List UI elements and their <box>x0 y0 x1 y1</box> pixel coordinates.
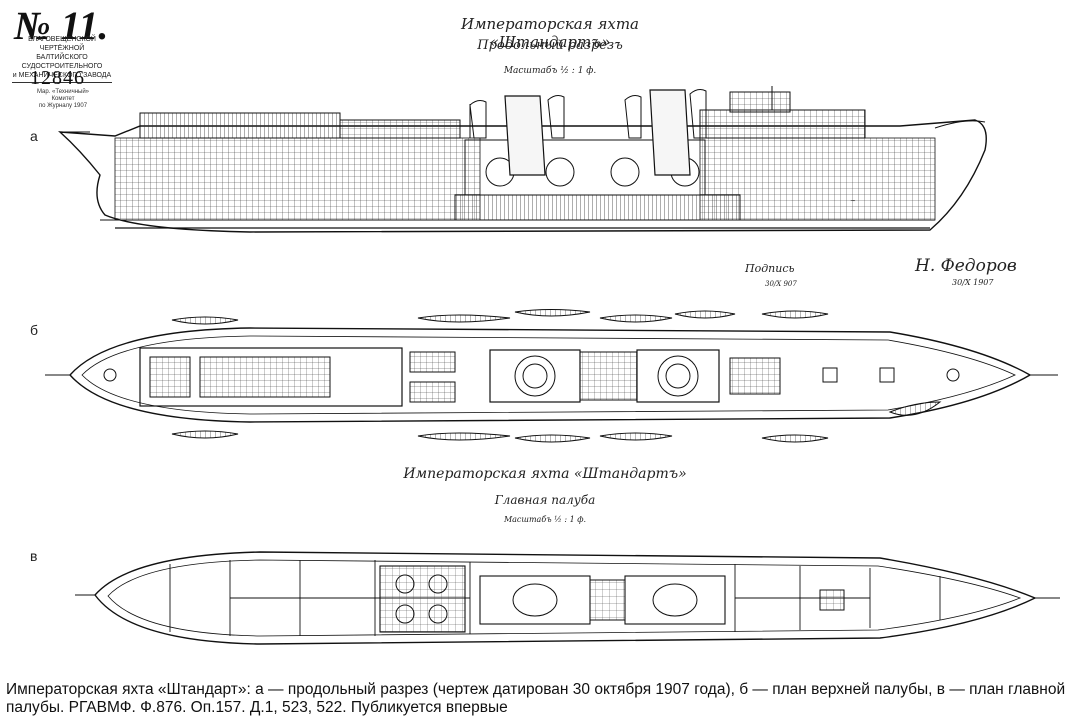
registry-note-3: по Журналу 1907 <box>38 103 88 109</box>
drawing-number: № 11. <box>14 3 109 48</box>
registry-note-1: Мар. «Техничный» <box>36 89 90 95</box>
stamp-org-line-3: и МЕХАНИЧЕСКОГО ЗАВОДА <box>12 72 112 79</box>
drawing-a-subtitle: Продольный разрезъ <box>477 38 623 53</box>
drawing-v-title: Императорская яхта «Штандартъ» <box>403 466 687 482</box>
panel-letter-a: а <box>30 128 38 144</box>
drawing-v-scale: Масштабъ ½ : 1 ф. <box>503 515 587 524</box>
signature-2: Н. Федоров <box>915 256 1017 276</box>
registry-note-2: Комитет <box>51 96 75 102</box>
drawing-a-scale: Масштабъ ½ : 1 ф. <box>503 66 597 76</box>
longitudinal-section-drawing: ~ <box>58 86 987 233</box>
panel-letter-b: б <box>30 322 39 338</box>
upper-deck-plan-drawing <box>45 309 1058 443</box>
main-deck-plan-drawing <box>75 551 1060 645</box>
panel-letter-v: в <box>30 548 38 564</box>
drawing-a-title: Императорская яхта «Штандартъ» <box>460 15 639 51</box>
stamp-org-line-2: БАЛТИЙСКОГО СУДОСТРОИТЕЛЬНОГО <box>21 54 103 70</box>
signature-1-date: 30/X 907 <box>765 280 797 288</box>
archive-stamp: БЛАГОВЕЩЕНСКОЙ ЧЕРТЁЖНОЙ БАЛТИЙСКОГО СУД… <box>12 35 112 83</box>
signature-1: Подпись <box>745 262 795 275</box>
registry-number: 12846 <box>30 67 85 89</box>
figure-caption: Императорская яхта «Штандарт»: а — продо… <box>6 681 1066 716</box>
drawing-v-subtitle: Главная палуба <box>494 493 596 507</box>
svg-text:~: ~ <box>850 197 856 205</box>
signature-2-date: 30/X 1907 <box>952 278 994 287</box>
stamp-org-line-1: БЛАГОВЕЩЕНСКОЙ ЧЕРТЁЖНОЙ <box>28 36 96 52</box>
registry-note: Мар. «Техничный» Комитет по Журналу 1907 <box>28 89 98 110</box>
